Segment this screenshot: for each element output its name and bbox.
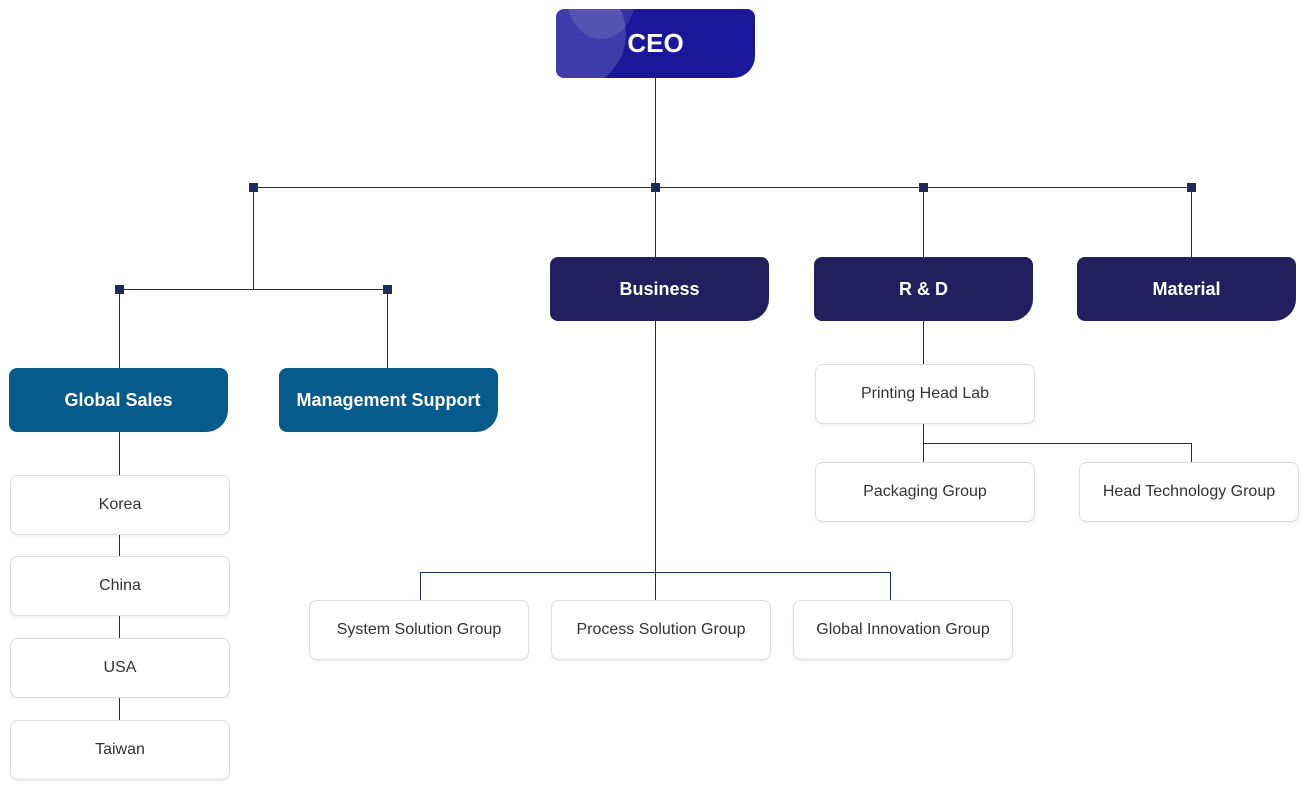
ceo-decoration: [556, 9, 626, 78]
material-label: Material: [1152, 278, 1221, 299]
region-label: China: [99, 577, 141, 594]
business-label: Business: [619, 278, 700, 299]
printing-head-lab-node: Printing Head Lab: [815, 364, 1035, 424]
region-node-taiwan: Taiwan: [10, 720, 230, 780]
global-innovation-group-node: Global Innovation Group: [793, 600, 1013, 660]
group-label: Process Solution Group: [576, 621, 746, 638]
region-label: USA: [103, 659, 137, 676]
region-node-usa: USA: [10, 638, 230, 698]
material-division-node: Material: [1077, 257, 1296, 321]
region-label: Taiwan: [95, 741, 145, 758]
lab-label: Printing Head Lab: [860, 385, 990, 402]
packaging-group-node: Packaging Group: [815, 462, 1035, 522]
business-division-node: Business: [550, 257, 769, 321]
ceo-node: CEO: [556, 9, 755, 78]
region-node-korea: Korea: [10, 475, 230, 535]
junction-node: [249, 183, 258, 192]
junction-node: [919, 183, 928, 192]
group-label: Global Innovation Group: [816, 621, 990, 638]
junction-node: [651, 183, 660, 192]
region-label: Korea: [98, 496, 142, 513]
group-label: System Solution Group: [336, 621, 502, 638]
global-sales-node: Global Sales: [9, 368, 228, 432]
rnd-division-node: R & D: [814, 257, 1033, 321]
rnd-label: R & D: [899, 278, 948, 299]
region-node-china: China: [10, 556, 230, 616]
junction-node: [115, 285, 124, 294]
process-solution-group-node: Process Solution Group: [551, 600, 771, 660]
management-support-label: Management Support: [296, 389, 481, 410]
management-support-node: Management Support: [279, 368, 498, 432]
ceo-label: CEO: [627, 28, 684, 58]
global-sales-label: Global Sales: [64, 389, 173, 410]
group-label: Head Technology Group: [1102, 483, 1276, 500]
junction-node: [1187, 183, 1196, 192]
junction-node: [383, 285, 392, 294]
group-label: Packaging Group: [863, 483, 987, 500]
system-solution-group-node: System Solution Group: [309, 600, 529, 660]
head-technology-group-node: Head Technology Group: [1079, 462, 1299, 522]
